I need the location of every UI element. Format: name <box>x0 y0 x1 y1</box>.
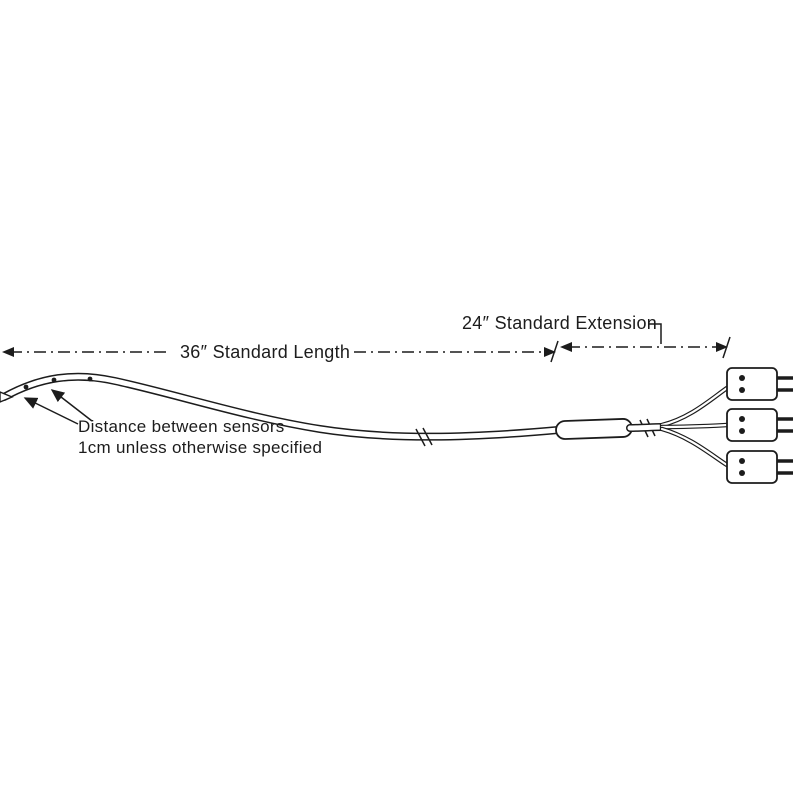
connector-body <box>726 367 778 401</box>
splice-sleeve <box>555 418 633 440</box>
note-line-1: Distance between sensors <box>78 417 285 436</box>
extension-label: 24″ Standard Extension <box>462 313 657 333</box>
dim-24-arrow-left <box>560 342 572 352</box>
dim-36-arrow-left <box>2 347 14 357</box>
wire-bottom-core <box>660 427 729 467</box>
connector-middle <box>726 408 793 442</box>
length-label: 36″ Standard Length <box>180 342 350 362</box>
sensor-dots <box>23 376 93 390</box>
dimension-24: 24″ Standard Extension <box>462 313 731 359</box>
note-line-2: 1cm unless otherwise specified <box>78 438 322 457</box>
post-splice-cable <box>626 423 666 432</box>
dim-24-arrow-right <box>716 342 728 352</box>
connector-terminal <box>739 470 745 476</box>
connector-terminal <box>739 416 745 422</box>
sensor-dot <box>87 376 93 382</box>
connector-terminal <box>739 375 745 381</box>
post-splice-core <box>627 424 665 431</box>
connector-terminal <box>739 387 745 393</box>
connector-terminal <box>739 428 745 434</box>
connector-bottom <box>726 450 793 484</box>
wire-top <box>659 385 730 428</box>
cable-wrap <box>415 427 433 447</box>
sensor-spacing-note: Distance between sensors 1cm unless othe… <box>78 417 322 457</box>
probe-tip <box>0 391 14 403</box>
connector-body <box>726 450 778 484</box>
fanout-wires <box>659 385 730 468</box>
sensor-pointer-arrows <box>23 389 93 425</box>
dim-36-boundary-tick <box>550 340 559 363</box>
sensor-dot <box>51 377 57 383</box>
wire-middle-core <box>660 423 729 429</box>
sensor-dot <box>23 384 29 390</box>
connector-terminal <box>739 458 745 464</box>
dim-24-boundary-tick <box>722 336 731 359</box>
connector-body <box>726 408 778 442</box>
dim-24-leader-elbow <box>648 323 662 344</box>
dimension-36: 36″ Standard Length <box>2 340 559 363</box>
cable-core <box>1 374 561 440</box>
wire-top-core <box>660 386 729 427</box>
splice-body <box>555 418 633 440</box>
connector-top <box>726 367 793 401</box>
probe-sheath-cable <box>0 372 562 441</box>
pointer-arrow <box>50 389 93 422</box>
dim-36-arrow-right <box>544 347 556 357</box>
pointer-arrow <box>23 397 79 425</box>
